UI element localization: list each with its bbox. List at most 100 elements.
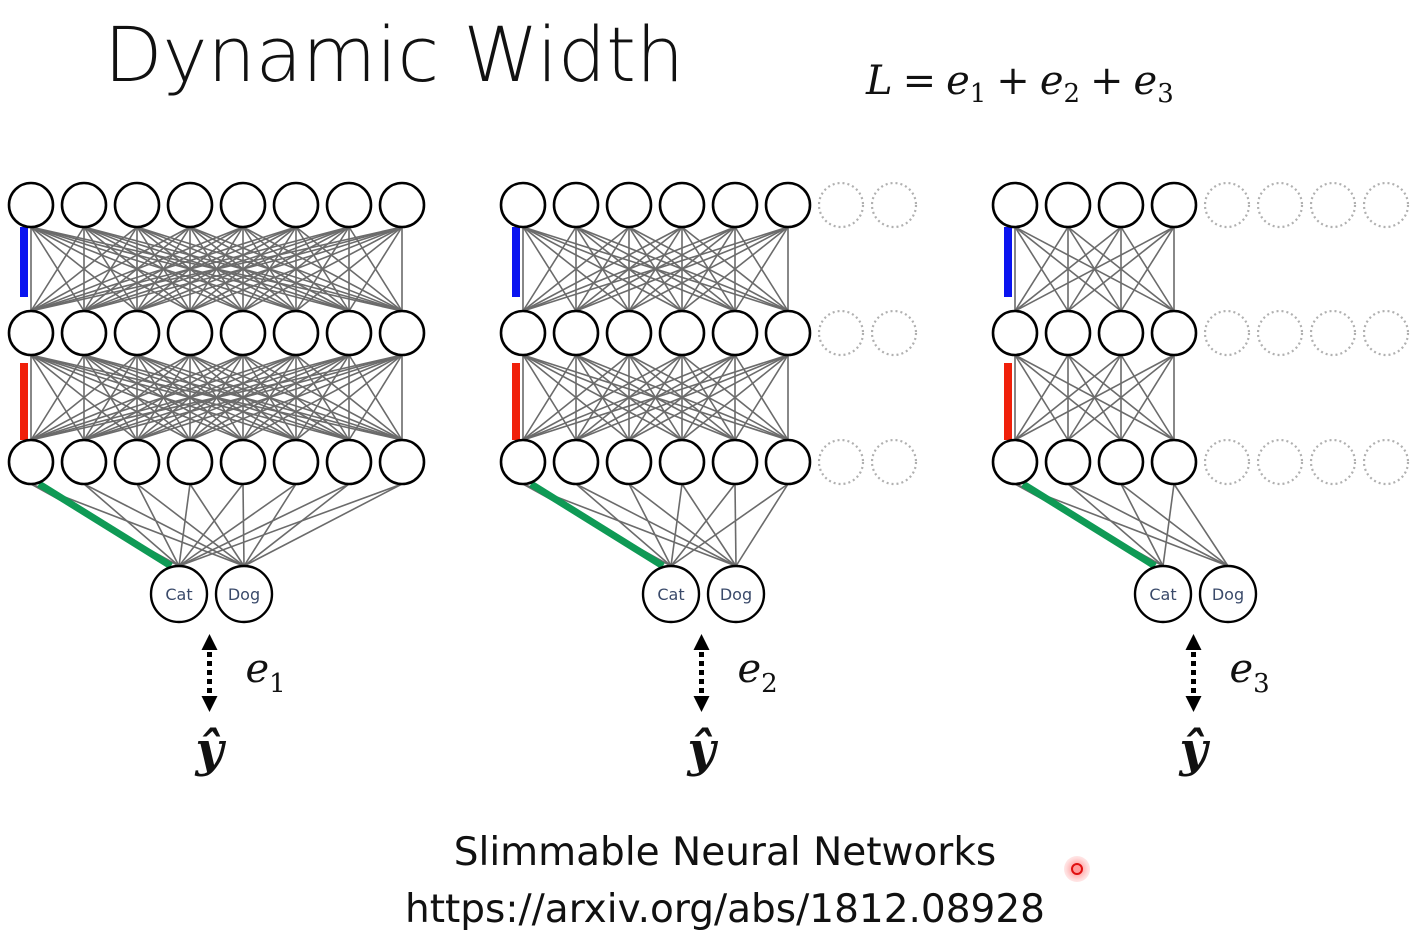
paper-link[interactable]: https://arxiv.org/abs/1812.08928 bbox=[405, 887, 1045, 932]
edge bbox=[1067, 483, 1164, 567]
inactive-neuron bbox=[1362, 181, 1410, 229]
edge bbox=[522, 226, 577, 312]
connection-edges bbox=[1014, 226, 1229, 567]
error-arrow-icon bbox=[201, 634, 218, 712]
target-y-hat: ŷ bbox=[1179, 722, 1211, 778]
output-neuron-cat bbox=[641, 564, 701, 624]
hidden-layer-2 bbox=[991, 309, 1410, 357]
highlight-weight-output bbox=[1021, 481, 1157, 569]
edge bbox=[575, 354, 789, 441]
active-neuron bbox=[113, 309, 161, 357]
output-neuron-dog bbox=[1198, 564, 1258, 624]
active-neuron bbox=[325, 309, 373, 357]
edge bbox=[735, 483, 789, 567]
edge bbox=[295, 226, 403, 312]
active-neuron bbox=[60, 181, 108, 229]
edge bbox=[734, 354, 789, 441]
active-neuron bbox=[7, 309, 55, 357]
arrow-head-down bbox=[693, 696, 710, 712]
paper-title: Slimmable Neural Networks bbox=[453, 830, 997, 875]
output-label-dog: Dog bbox=[720, 585, 752, 604]
inactive-neuron bbox=[1203, 438, 1251, 486]
edge bbox=[670, 483, 789, 567]
edge bbox=[628, 483, 737, 567]
error-label: e1 bbox=[246, 646, 286, 699]
active-neuron bbox=[219, 438, 267, 486]
edge bbox=[30, 354, 244, 441]
edge bbox=[522, 354, 736, 441]
edge bbox=[1014, 354, 1122, 441]
hidden-layer-1 bbox=[991, 181, 1410, 229]
connection-edges bbox=[30, 226, 403, 567]
inactive-neuron bbox=[1309, 181, 1357, 229]
output-neuron-cat bbox=[149, 564, 209, 624]
target-y-hat: ŷ bbox=[195, 722, 227, 778]
edge bbox=[178, 483, 191, 567]
loss-symbol: L bbox=[866, 58, 893, 104]
hidden-layer-1 bbox=[499, 181, 918, 229]
edge bbox=[1120, 483, 1229, 567]
inactive-neuron bbox=[1362, 309, 1410, 357]
edge bbox=[1067, 354, 1175, 441]
edge bbox=[522, 354, 577, 441]
term-2: e2 bbox=[1039, 58, 1081, 109]
edge bbox=[1067, 226, 1175, 312]
edge bbox=[83, 354, 403, 441]
edge bbox=[30, 226, 191, 312]
edge bbox=[136, 226, 403, 312]
hidden-layer-2 bbox=[499, 309, 918, 357]
edge bbox=[242, 354, 403, 441]
active-neuron bbox=[1044, 309, 1092, 357]
active-neuron bbox=[1150, 181, 1198, 229]
edge bbox=[242, 226, 403, 312]
error-label: e3 bbox=[1230, 646, 1270, 699]
edge bbox=[670, 483, 683, 567]
edge bbox=[178, 483, 403, 567]
active-neuron bbox=[219, 181, 267, 229]
output-neuron-dog bbox=[214, 564, 274, 624]
edge bbox=[243, 483, 403, 567]
inactive-neuron bbox=[1256, 438, 1304, 486]
highlight-weight-output bbox=[529, 481, 665, 569]
active-neuron bbox=[1044, 181, 1092, 229]
active-neuron bbox=[499, 181, 547, 229]
edge bbox=[670, 483, 736, 567]
active-neuron bbox=[1097, 438, 1145, 486]
active-neuron bbox=[113, 181, 161, 229]
inactive-neuron bbox=[1309, 438, 1357, 486]
connection-edges bbox=[522, 226, 789, 567]
edge bbox=[136, 354, 403, 441]
active-neuron bbox=[272, 181, 320, 229]
inactive-neuron bbox=[1256, 309, 1304, 357]
hidden-layer-3 bbox=[7, 438, 426, 486]
edge bbox=[681, 226, 789, 312]
edge bbox=[136, 483, 245, 567]
edge bbox=[1173, 483, 1229, 567]
edge bbox=[178, 483, 244, 567]
edge bbox=[628, 483, 672, 567]
edge bbox=[734, 226, 789, 312]
edge bbox=[1014, 354, 1175, 441]
inactive-neuron bbox=[870, 438, 918, 486]
output-neuron-cat bbox=[1133, 564, 1193, 624]
hidden-layer-1 bbox=[7, 181, 426, 229]
active-neuron bbox=[378, 181, 426, 229]
plus-sign: + bbox=[996, 58, 1030, 104]
edge bbox=[30, 354, 85, 441]
edge bbox=[178, 483, 297, 567]
active-neuron bbox=[325, 438, 373, 486]
edge bbox=[30, 354, 191, 441]
arrow-head-up bbox=[693, 634, 710, 650]
edge bbox=[30, 226, 85, 312]
hidden-layer-3 bbox=[991, 438, 1410, 486]
target-y-hat: ŷ bbox=[687, 722, 719, 778]
inactive-neuron bbox=[817, 438, 865, 486]
slide-title: Dynamic Width bbox=[104, 10, 685, 99]
error-label: e2 bbox=[738, 646, 778, 699]
active-neuron bbox=[711, 181, 759, 229]
output-label-cat: Cat bbox=[657, 585, 684, 604]
inactive-neuron bbox=[817, 181, 865, 229]
edge bbox=[1014, 226, 1069, 312]
active-neuron bbox=[166, 438, 214, 486]
output-label-cat: Cat bbox=[1149, 585, 1176, 604]
